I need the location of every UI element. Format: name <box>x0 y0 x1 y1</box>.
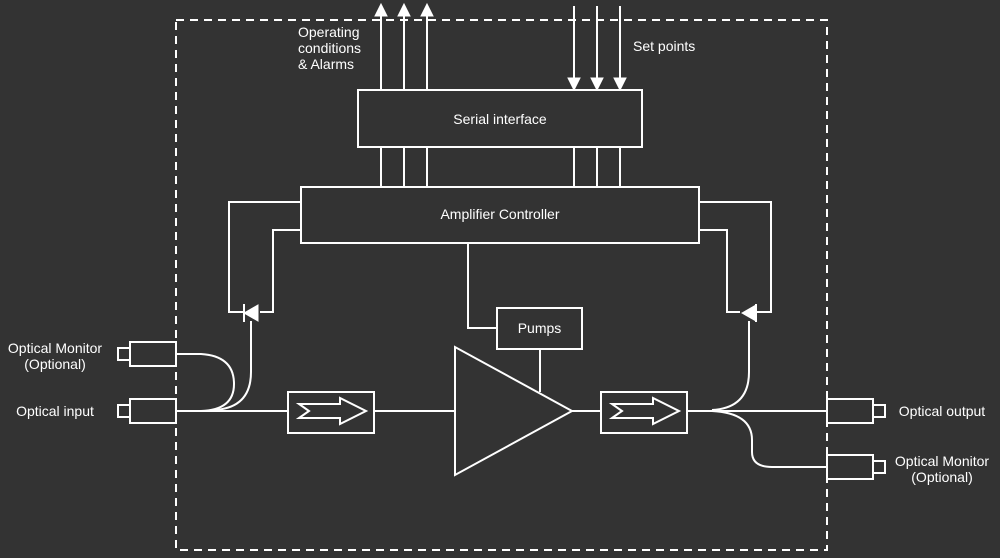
left-fiber-taps <box>176 353 288 412</box>
optical-input-connector <box>117 398 177 424</box>
operating-conditions-label-line2: conditions <box>298 40 361 56</box>
optical-monitor-left-label-line1: Optical Monitor <box>8 340 102 356</box>
pumps-box <box>496 307 583 350</box>
set-points-label: Set points <box>633 38 695 54</box>
optical-monitor-left-connector <box>117 341 177 367</box>
optical-output-label: Optical output <box>899 403 985 419</box>
operating-arrows <box>374 2 434 90</box>
optical-monitor-left-label-line2: (Optional) <box>24 356 85 372</box>
amplifier-triangle <box>454 345 575 477</box>
right-photodiode-wiring <box>699 201 772 411</box>
serial-interface-box <box>357 89 643 148</box>
module-boundary <box>175 19 828 551</box>
optical-monitor-right-label-line1: Optical Monitor <box>895 453 989 469</box>
optical-input-label: Optical input <box>16 403 94 419</box>
optical-monitor-right-connector <box>826 454 886 480</box>
left-photodiode-wiring <box>213 201 301 411</box>
pumps-label: Pumps <box>518 320 562 336</box>
main-optical-path <box>374 410 827 468</box>
operating-conditions-label-line1: Operating <box>298 24 359 40</box>
amplifier-controller-label: Amplifier Controller <box>440 206 559 222</box>
output-isolator <box>600 391 688 434</box>
operating-conditions-label-line3: & Alarms <box>298 56 354 72</box>
amplifier-controller-box <box>300 186 700 244</box>
optical-output-connector <box>826 398 886 424</box>
bus-lines <box>380 147 621 187</box>
input-isolator <box>287 391 375 434</box>
controller-pump-line <box>467 243 497 329</box>
set-point-arrows <box>567 6 627 92</box>
optical-monitor-right-label-line2: (Optional) <box>911 469 972 485</box>
serial-interface-label: Serial interface <box>453 111 547 127</box>
